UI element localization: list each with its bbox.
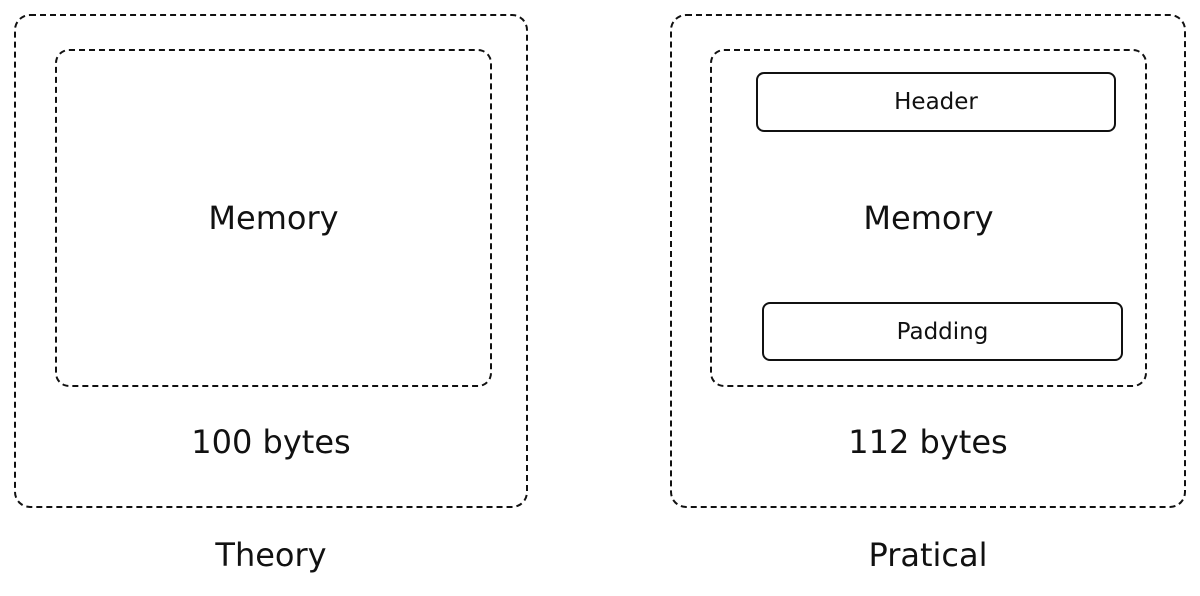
theory-outer-box <box>14 14 528 508</box>
practical-size-label: 112 bytes <box>848 423 1008 461</box>
theory-size-label: 100 bytes <box>191 423 351 461</box>
practical-outer-box <box>670 14 1186 508</box>
header-label: Header <box>894 89 978 115</box>
practical-memory-label: Memory <box>863 199 994 237</box>
header-box: Header <box>756 72 1116 132</box>
padding-box: Padding <box>762 302 1123 361</box>
padding-label: Padding <box>896 318 989 345</box>
practical-caption: Pratical <box>868 536 988 574</box>
theory-caption: Theory <box>215 536 327 574</box>
practical-memory-box <box>710 49 1147 387</box>
theory-memory-label: Memory <box>208 199 339 237</box>
theory-memory-box <box>55 49 492 387</box>
